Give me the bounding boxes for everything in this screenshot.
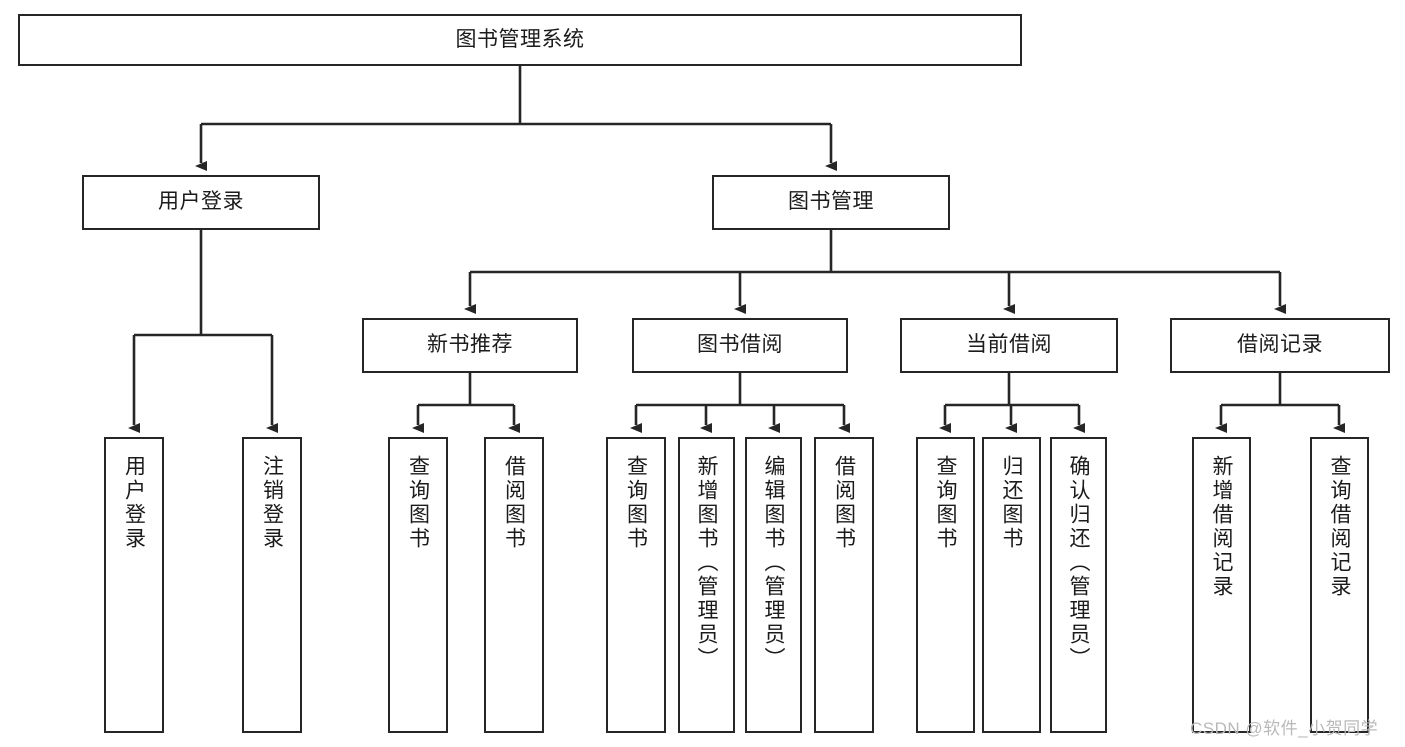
- node-leaf-user-login[interactable]: 用户登录: [104, 437, 164, 733]
- node-leaf-query-book-1[interactable]: 查询图书: [388, 437, 448, 733]
- node-leaf-query-book-2-label: 查询图书: [624, 455, 648, 551]
- node-user-login[interactable]: 用户登录: [82, 175, 320, 230]
- node-borrow-record[interactable]: 借阅记录: [1170, 318, 1390, 373]
- node-leaf-query-book-2[interactable]: 查询图书: [606, 437, 666, 733]
- node-leaf-edit-book-label: 编辑图书（管理员）: [762, 455, 785, 671]
- node-leaf-borrow-book-2-label: 借阅图书: [832, 455, 856, 551]
- node-book-borrow[interactable]: 图书借阅: [632, 318, 848, 373]
- node-current-borrow[interactable]: 当前借阅: [900, 318, 1118, 373]
- node-leaf-logout-label: 注销登录: [260, 455, 284, 551]
- node-leaf-add-book[interactable]: 新增图书（管理员）: [678, 437, 735, 733]
- node-leaf-query-record[interactable]: 查询借阅记录: [1310, 437, 1369, 733]
- node-new-book-recommend[interactable]: 新书推荐: [362, 318, 578, 373]
- node-leaf-add-record-label: 新增借阅记录: [1210, 455, 1233, 599]
- node-current-borrow-label: 当前借阅: [966, 333, 1052, 357]
- node-leaf-query-record-label: 查询借阅记录: [1328, 455, 1351, 599]
- node-leaf-add-record[interactable]: 新增借阅记录: [1192, 437, 1251, 733]
- node-leaf-confirm-return[interactable]: 确认归还（管理员）: [1050, 437, 1107, 733]
- node-leaf-return-book-label: 归还图书: [1000, 455, 1023, 551]
- node-leaf-borrow-book-1-label: 借阅图书: [502, 455, 526, 551]
- node-leaf-return-book[interactable]: 归还图书: [982, 437, 1041, 733]
- node-book-manage-label: 图书管理: [788, 190, 874, 214]
- watermark: CSDN @软件_小贺同学: [1190, 719, 1379, 738]
- node-leaf-confirm-return-label: 确认归还（管理员）: [1067, 455, 1090, 671]
- node-leaf-borrow-book-1[interactable]: 借阅图书: [484, 437, 544, 733]
- node-borrow-record-label: 借阅记录: [1237, 333, 1323, 357]
- node-leaf-add-book-label: 新增图书（管理员）: [695, 455, 718, 671]
- node-user-login-label: 用户登录: [158, 190, 244, 214]
- node-leaf-borrow-book-2[interactable]: 借阅图书: [814, 437, 874, 733]
- node-book-manage[interactable]: 图书管理: [712, 175, 950, 230]
- node-book-borrow-label: 图书借阅: [697, 333, 783, 357]
- node-leaf-logout[interactable]: 注销登录: [242, 437, 302, 733]
- node-leaf-query-book-3-label: 查询图书: [934, 455, 957, 551]
- node-root-label: 图书管理系统: [455, 27, 585, 51]
- node-leaf-user-login-label: 用户登录: [122, 455, 146, 551]
- node-leaf-query-book-3[interactable]: 查询图书: [916, 437, 975, 733]
- node-new-book-recommend-label: 新书推荐: [427, 333, 513, 357]
- node-leaf-edit-book[interactable]: 编辑图书（管理员）: [745, 437, 802, 733]
- node-leaf-query-book-1-label: 查询图书: [406, 455, 430, 551]
- node-root[interactable]: 图书管理系统: [18, 14, 1022, 66]
